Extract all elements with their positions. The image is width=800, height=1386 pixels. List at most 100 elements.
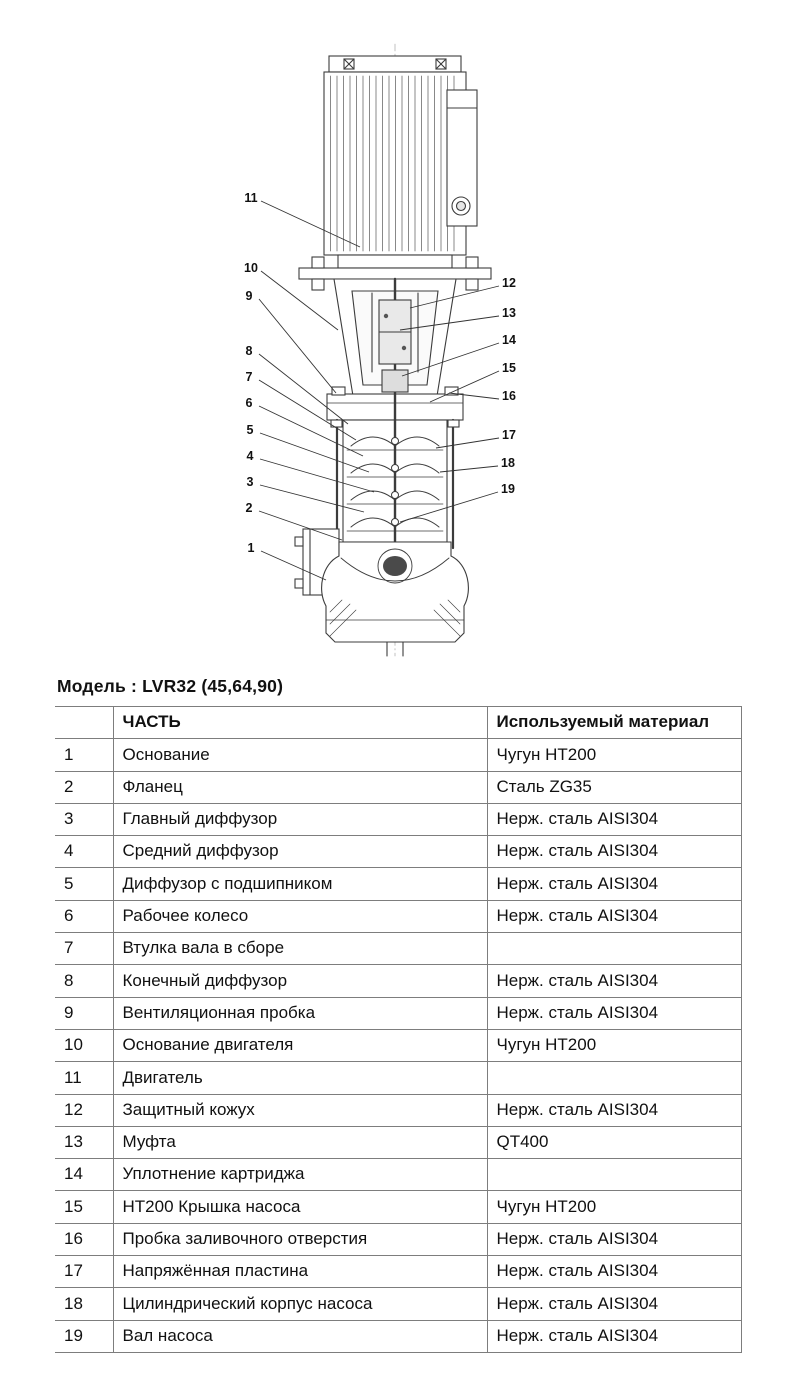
- callout-number: 5: [247, 423, 254, 437]
- column-header-material: Используемый материал: [487, 706, 742, 740]
- row-number: 17: [55, 1255, 114, 1289]
- row-number: 16: [55, 1223, 114, 1257]
- row-number: 19: [55, 1320, 114, 1353]
- pump-base: [294, 528, 469, 657]
- callout-number: 8: [246, 344, 253, 358]
- column-header-number: [55, 706, 114, 740]
- part-name: Вентиляционная пробка: [113, 997, 488, 1030]
- fill-plug: [444, 386, 459, 396]
- callout-number: 3: [247, 475, 254, 489]
- part-name: Цилиндрический корпус насоса: [113, 1287, 488, 1321]
- callout-number: 6: [246, 396, 253, 410]
- material-name: Нерж. сталь AISI304: [487, 900, 742, 934]
- material-name: [487, 932, 742, 966]
- material-name: Сталь ZG35: [487, 771, 742, 804]
- row-number: 12: [55, 1094, 114, 1127]
- row-number: 5: [55, 867, 114, 901]
- material-name: Нерж. сталь AISI304: [487, 867, 742, 901]
- material-name: Нерж. сталь AISI304: [487, 1287, 742, 1321]
- part-name: Конечный диффузор: [113, 964, 488, 998]
- terminal-box: [446, 89, 478, 227]
- callout-number: 13: [502, 306, 516, 320]
- material-name: Нерж. сталь AISI304: [487, 803, 742, 837]
- motor: [323, 55, 467, 256]
- row-number: 9: [55, 997, 114, 1030]
- row-number: 7: [55, 932, 114, 966]
- material-name: Нерж. сталь AISI304: [487, 1223, 742, 1257]
- row-number: 18: [55, 1287, 114, 1321]
- table-header-row: ЧАСТЬ Используемый материал: [55, 706, 742, 740]
- mechanical-seal: [381, 369, 409, 393]
- part-name: Двигатель: [113, 1061, 488, 1095]
- material-name: Чугун HT200: [487, 1190, 742, 1224]
- callout-number: 14: [502, 333, 516, 347]
- callout-number: 7: [246, 370, 253, 384]
- column-header-part: ЧАСТЬ: [113, 706, 488, 740]
- row-number: 4: [55, 835, 114, 869]
- part-name: Муфта: [113, 1126, 488, 1160]
- callout-number: 11: [244, 191, 257, 205]
- material-name: [487, 1061, 742, 1095]
- row-number: 10: [55, 1029, 114, 1063]
- callout-number: 4: [247, 449, 254, 463]
- material-name: Чугун HT200: [487, 1029, 742, 1063]
- vent-plug: [331, 386, 346, 396]
- part-name: HT200 Крышка насоса: [113, 1190, 488, 1224]
- motor-stool: [298, 254, 492, 291]
- row-number: 15: [55, 1190, 114, 1224]
- row-number: 11: [55, 1061, 114, 1095]
- material-name: QT400: [487, 1126, 742, 1160]
- material-name: [487, 1158, 742, 1192]
- part-name: Рабочее колесо: [113, 900, 488, 934]
- part-name: Основание: [113, 738, 488, 772]
- part-name: Главный диффузор: [113, 803, 488, 837]
- part-name: Вал насоса: [113, 1320, 488, 1353]
- callout-number: 15: [502, 361, 516, 375]
- callout-number: 19: [501, 482, 515, 496]
- callout-number: 12: [502, 276, 516, 290]
- part-name: Основание двигателя: [113, 1029, 488, 1063]
- part-name: Диффузор с подшипником: [113, 867, 488, 901]
- material-name: Нерж. сталь AISI304: [487, 997, 742, 1030]
- callout-number: 10: [244, 261, 258, 275]
- callout-number: 18: [501, 456, 515, 470]
- row-number: 2: [55, 771, 114, 804]
- callout-number: 17: [502, 428, 516, 442]
- material-name: Нерж. сталь AISI304: [487, 835, 742, 869]
- row-number: 14: [55, 1158, 114, 1192]
- material-name: Чугун HT200: [487, 738, 742, 772]
- part-name: Втулка вала в сборе: [113, 932, 488, 966]
- row-number: 8: [55, 964, 114, 998]
- material-name: Нерж. сталь AISI304: [487, 1094, 742, 1127]
- row-number: 3: [55, 803, 114, 837]
- part-name: Напряжённая пластина: [113, 1255, 488, 1289]
- part-name: Фланец: [113, 771, 488, 804]
- stage-stack: [346, 436, 444, 532]
- part-name: Пробка заливочного отверстия: [113, 1223, 488, 1257]
- part-name: Защитный кожух: [113, 1094, 488, 1127]
- material-name: Нерж. сталь AISI304: [487, 964, 742, 998]
- callout-number: 1: [248, 541, 255, 555]
- callout-number: 2: [246, 501, 253, 515]
- row-number: 13: [55, 1126, 114, 1160]
- page-title: Модель : LVR32 (45,64,90): [57, 676, 284, 696]
